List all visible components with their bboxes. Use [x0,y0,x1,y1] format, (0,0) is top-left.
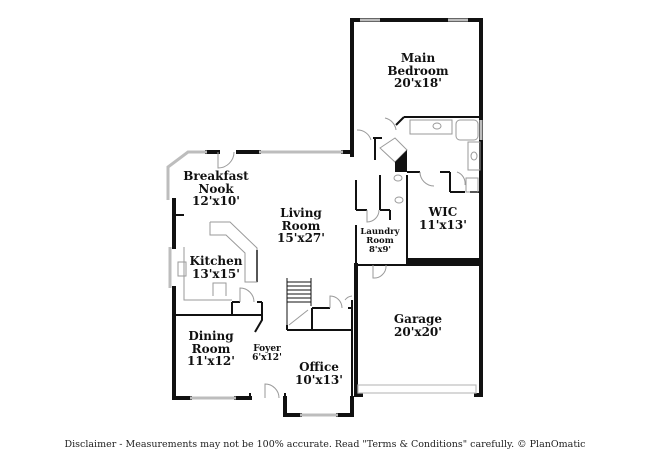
room-dimensions: 10'x13' [295,372,343,387]
kitchen-counter [177,221,258,301]
room-name: Office [299,360,339,374]
room-dimensions: 20'x18' [394,76,442,91]
room-name: Room [366,235,394,246]
room-dimensions: 20'x20' [394,324,442,339]
room-label-wic: WIC 11'x13' [419,206,467,231]
room-dimensions: 6'x12' [252,353,282,364]
fireplace-block [395,150,407,172]
room-label-garage: Garage 20'x20' [394,313,442,338]
room-dimensions: 11'x12' [187,354,235,369]
room-dimensions: 13'x15' [192,266,240,281]
room-name: Foyer [253,344,281,354]
room-label-kitchen: Kitchen 13'x15' [190,255,243,280]
room-label-breakfast-nook: Breakfast Nook 12'x10' [183,170,248,208]
room-dimensions: 11'x13' [419,217,467,232]
room-label-dining-room: Dining Room 11'x12' [187,330,235,368]
room-label-laundry-room: Laundry Room 8'x9' [360,228,399,255]
windows [166,18,483,417]
room-label-main-bedroom: Main Bedroom 20'x18' [387,52,448,90]
stairs [286,278,312,328]
disclaimer-text: Disclaimer - Measurements may not be 100… [64,439,586,450]
room-dimensions: 8'x9' [368,244,392,255]
bath-fixtures [379,119,481,204]
room-label-foyer: Foyer 6'x12' [252,344,282,364]
room-name: Garage [393,312,443,326]
room-dimensions: 12'x10' [192,194,240,209]
room-name: Living [280,206,322,220]
doors [217,117,466,399]
room-label-living-room: Living Room 15'x27' [277,207,325,245]
room-label-office: Office 10'x13' [295,361,343,386]
room-name: Nook [198,181,234,196]
room-name: Main [400,51,436,65]
room-name: WIC [428,205,458,219]
room-name: Bedroom [387,63,449,78]
room-name: Laundry [360,227,400,237]
room-name: Dining [188,329,234,343]
room-name: Kitchen [189,254,243,268]
room-dimensions: 15'x27' [277,231,325,246]
room-name: Room [191,341,231,356]
room-name: Room [281,218,321,233]
room-name: Breakfast [183,169,249,183]
